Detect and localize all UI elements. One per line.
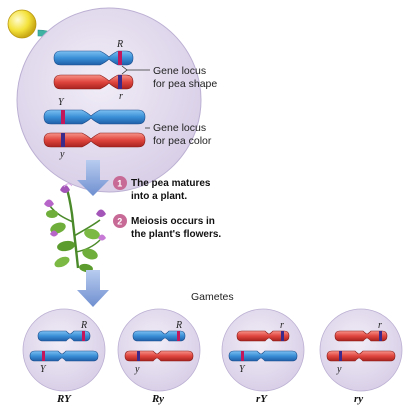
locus-band — [82, 331, 85, 341]
locus-band — [339, 351, 342, 361]
gamete-genotype-label: ry — [354, 393, 363, 405]
locus-band — [137, 351, 140, 361]
allele-r: r — [119, 91, 123, 102]
color-chromosome-pair: Y y — [43, 97, 150, 160]
shape-allele-label: R — [175, 320, 182, 331]
color-allele-label: Y — [239, 364, 246, 375]
chromosome-blue — [53, 50, 134, 66]
chromosome-red — [334, 330, 388, 342]
color-allele-label: y — [134, 364, 140, 375]
locus-band — [241, 351, 244, 361]
shape-locus-label-line2: for pea shape — [153, 78, 217, 90]
color-allele-label: y — [336, 364, 342, 375]
gamete-membrane — [22, 308, 106, 392]
allele-Y: Y — [58, 97, 65, 108]
step-1-text-line2: into a plant. — [131, 191, 187, 202]
gamete-membrane — [117, 308, 201, 392]
gamete-membrane — [221, 308, 305, 392]
down-arrow — [77, 270, 109, 307]
chromosome-blue — [37, 330, 91, 342]
color-locus-label-line2: for pea color — [153, 135, 212, 147]
chromosome-red — [124, 350, 194, 362]
shape-allele-label: R — [80, 320, 87, 331]
chromosome-blue — [29, 350, 99, 362]
chromosome-red — [236, 330, 290, 342]
chromosome-red — [53, 74, 134, 90]
pollen-grain — [7, 9, 37, 39]
locus-band — [61, 110, 65, 124]
step-1-text-line1: The pea matures — [131, 178, 211, 189]
gamete-genotype-label: Ry — [151, 393, 164, 405]
color-locus-label-line1: Gene locus — [153, 122, 206, 134]
gamete-genotype-label: RY — [56, 393, 72, 405]
chromosome-blue — [228, 350, 298, 362]
step-2-text-line1: Meiosis occurs in — [131, 216, 215, 227]
step-2-text-line2: the plant's flowers. — [131, 229, 221, 240]
shape-allele-label: r — [378, 320, 382, 331]
chromosome-red — [326, 350, 396, 362]
pea-plant-illustration — [44, 183, 106, 273]
chromosome-blue — [43, 109, 146, 125]
parent-cell — [16, 7, 202, 193]
step-number: 2 — [117, 216, 122, 226]
step-badge — [113, 176, 127, 190]
locus-band — [42, 351, 45, 361]
gamete-membrane — [319, 308, 403, 392]
down-arrow — [77, 160, 109, 196]
gamete-genotype-label: rY — [256, 393, 268, 405]
locus-band — [118, 51, 122, 65]
shape-allele-label: r — [280, 320, 284, 331]
gametes-title: Gametes — [191, 291, 234, 303]
locus-band — [61, 133, 65, 147]
shape-locus-label-line1: Gene locus — [153, 65, 206, 77]
allele-R: R — [116, 39, 123, 50]
color-allele-label: Y — [40, 364, 47, 375]
chromosome-blue — [132, 330, 186, 342]
step-badge — [113, 214, 127, 228]
locus-band — [379, 331, 382, 341]
locus-band — [118, 75, 122, 89]
locus-band — [177, 331, 180, 341]
chromosome-red — [43, 132, 146, 148]
shape-chromosome-pair: R r — [53, 39, 150, 102]
step-number: 1 — [117, 178, 122, 188]
locus-band — [281, 331, 284, 341]
allele-y: y — [59, 149, 65, 160]
